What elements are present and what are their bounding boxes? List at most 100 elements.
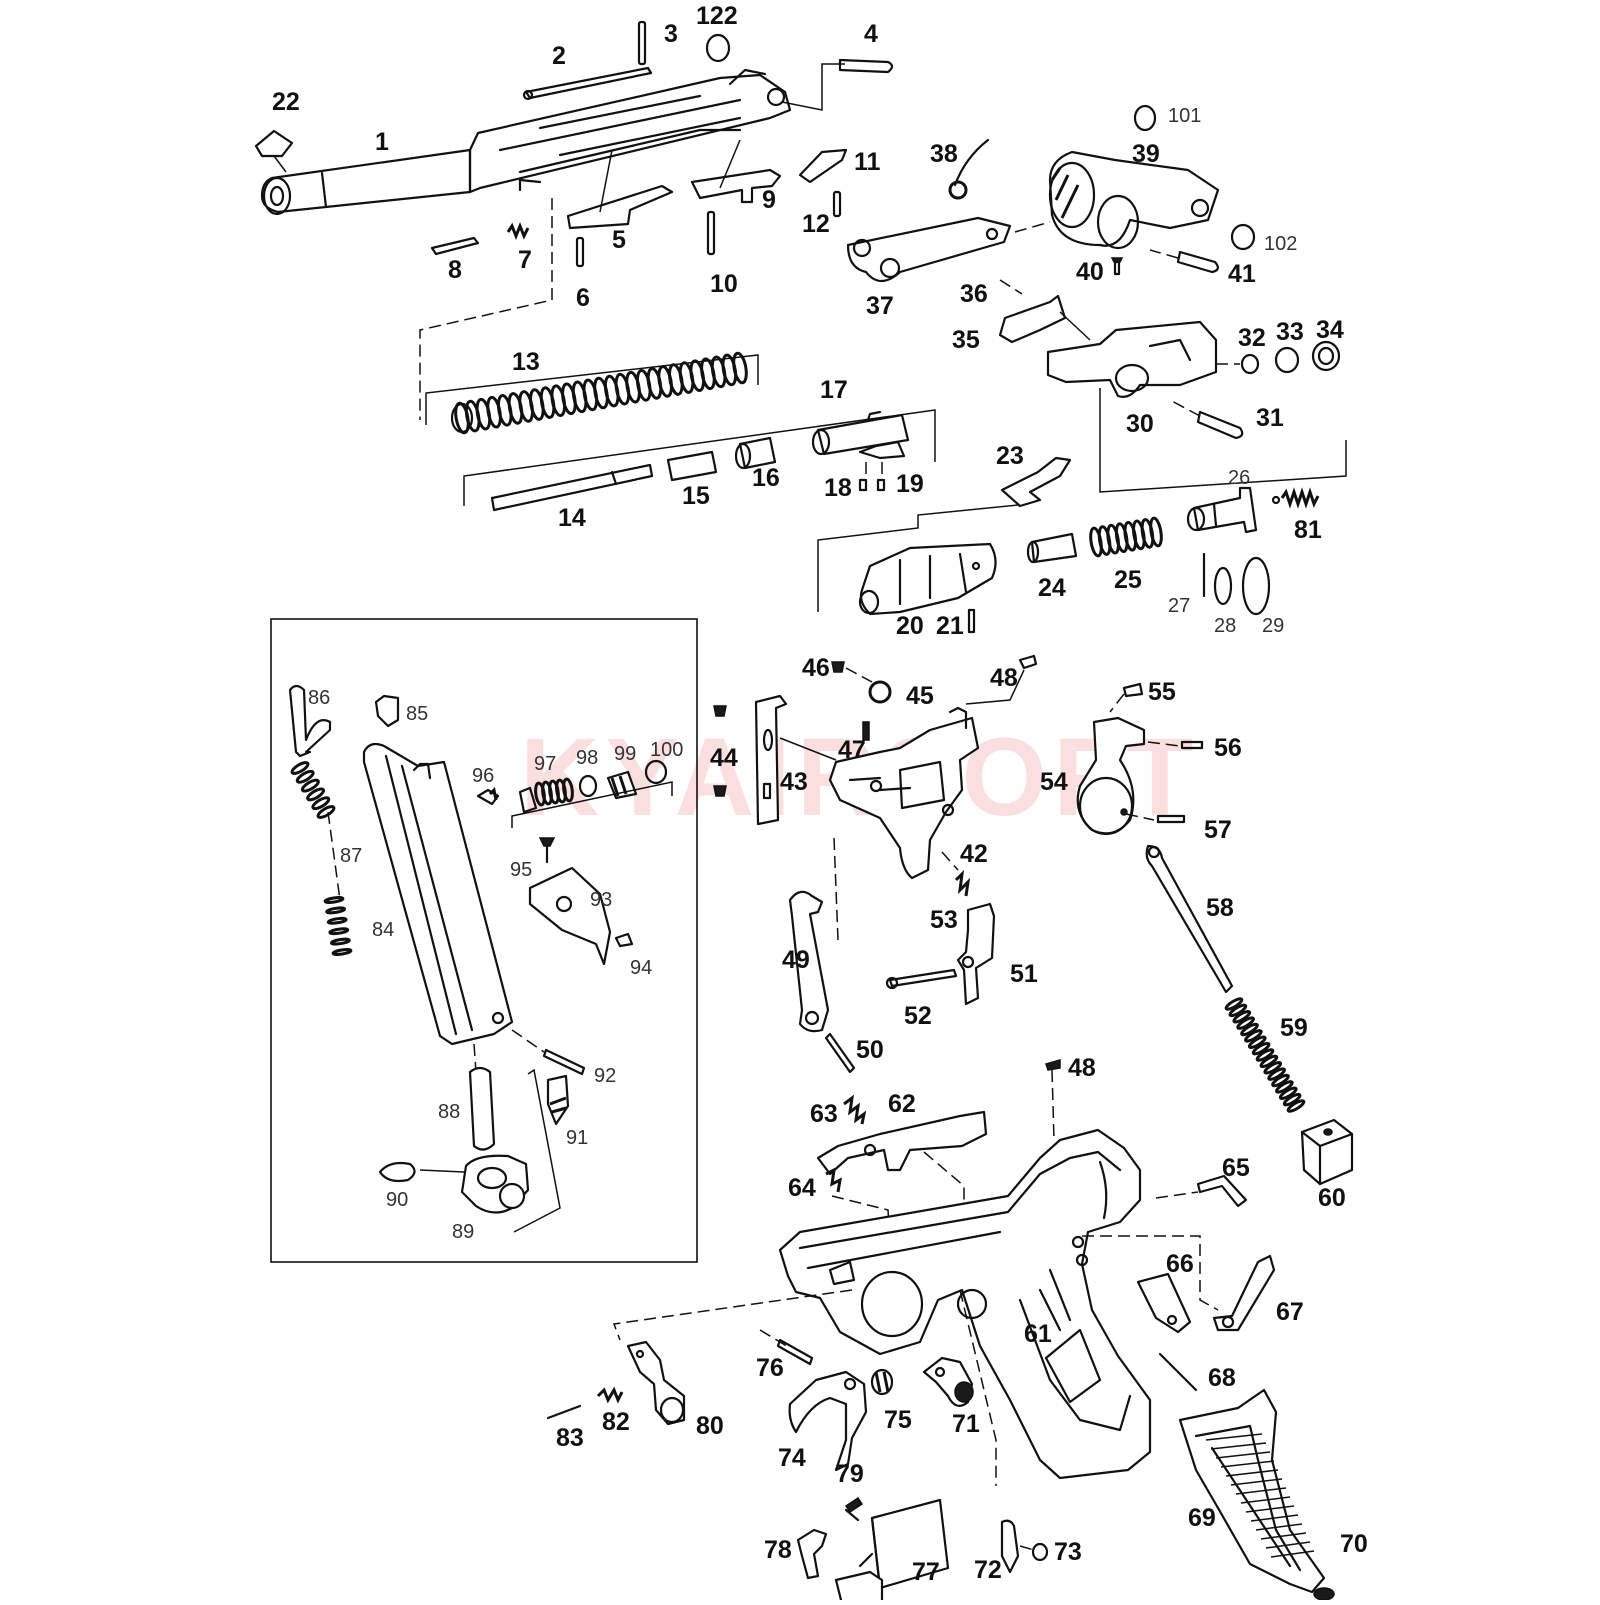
pin-50 bbox=[824, 1032, 856, 1074]
safety-lever-80 bbox=[626, 1340, 686, 1426]
sear-35 bbox=[998, 294, 1067, 344]
label-100: 100 bbox=[650, 739, 683, 761]
lever-11 bbox=[798, 148, 848, 184]
magazine-84 bbox=[362, 742, 514, 1046]
label-54: 54 bbox=[1040, 768, 1068, 796]
spring-25 bbox=[1089, 516, 1163, 558]
label-36: 36 bbox=[960, 280, 988, 308]
label-80: 80 bbox=[696, 1412, 724, 1440]
screw-48 bbox=[1018, 654, 1038, 670]
pin-57 bbox=[1156, 814, 1186, 824]
label-39: 39 bbox=[1132, 140, 1160, 168]
front-sight bbox=[254, 129, 294, 158]
frame-group bbox=[546, 1059, 1335, 1605]
label-76: 76 bbox=[756, 1354, 784, 1382]
label-87: 87 bbox=[340, 845, 362, 867]
label-65: 65 bbox=[1222, 1154, 1250, 1182]
label-26: 26 bbox=[1228, 467, 1250, 489]
label-60: 60 bbox=[1318, 1184, 1346, 1212]
label-79: 79 bbox=[836, 1460, 864, 1488]
label-49: 49 bbox=[782, 946, 810, 974]
oring-101 bbox=[1133, 104, 1157, 132]
detent-8 bbox=[430, 236, 480, 256]
extractor-rod bbox=[524, 66, 653, 100]
label-56: 56 bbox=[1214, 734, 1242, 762]
label-27: 27 bbox=[1168, 595, 1190, 617]
toggle-group bbox=[846, 104, 1347, 493]
spring-plate-23 bbox=[1000, 456, 1072, 508]
label-63: 63 bbox=[810, 1100, 838, 1128]
muzzle bbox=[262, 176, 292, 216]
tube-88 bbox=[468, 1066, 496, 1151]
label-98: 98 bbox=[576, 747, 598, 769]
recoil-spring-group bbox=[425, 351, 936, 512]
screw-94 bbox=[614, 932, 634, 948]
oring-98 bbox=[578, 774, 598, 798]
lever-9 bbox=[690, 168, 782, 204]
breech-cylinder-group bbox=[817, 456, 1320, 634]
cap-34 bbox=[1311, 340, 1341, 372]
oring-28 bbox=[1213, 566, 1233, 606]
grip-latch-66 bbox=[1136, 1272, 1192, 1334]
pin-41 bbox=[1176, 250, 1219, 274]
label-90: 90 bbox=[386, 1189, 408, 1211]
label-66: 66 bbox=[1166, 1250, 1194, 1278]
label-13: 13 bbox=[512, 348, 540, 376]
pin-21 bbox=[967, 608, 976, 634]
label-14: 14 bbox=[558, 504, 586, 532]
pin-3 bbox=[637, 20, 647, 66]
label-41: 41 bbox=[1228, 260, 1256, 288]
toggle-link-37 bbox=[846, 216, 1012, 283]
axis-pin-4 bbox=[838, 58, 894, 74]
label-99: 99 bbox=[614, 743, 636, 765]
label-64: 64 bbox=[788, 1174, 816, 1202]
recoil-spring-13 bbox=[454, 351, 748, 435]
label-23: 23 bbox=[996, 442, 1024, 470]
label-7: 7 bbox=[518, 246, 532, 274]
grip-screw-70 bbox=[1313, 1587, 1335, 1601]
toggle-39 bbox=[1048, 150, 1220, 247]
label-72: 72 bbox=[974, 1556, 1002, 1584]
pin-31 bbox=[1196, 410, 1244, 440]
trigger-group bbox=[713, 654, 1038, 1074]
label-95: 95 bbox=[510, 859, 532, 881]
label-22: 22 bbox=[272, 88, 300, 116]
label-28: 28 bbox=[1214, 615, 1236, 637]
label-75: 75 bbox=[884, 1406, 912, 1434]
label-1: 1 bbox=[375, 128, 389, 156]
pin-79 bbox=[844, 1496, 864, 1514]
label-62: 62 bbox=[888, 1090, 916, 1118]
label-35: 35 bbox=[952, 326, 980, 354]
oring-29 bbox=[1241, 556, 1271, 616]
label-42: 42 bbox=[960, 840, 988, 868]
spring-59 bbox=[1224, 997, 1306, 1113]
detent-18 bbox=[858, 478, 868, 492]
guide-rod-14 bbox=[490, 463, 654, 512]
latch-78 bbox=[796, 1528, 828, 1580]
label-31: 31 bbox=[1256, 404, 1284, 432]
valve-stem-97 bbox=[518, 786, 538, 814]
label-19: 19 bbox=[896, 470, 924, 498]
label-10: 10 bbox=[710, 270, 738, 298]
spring-45 bbox=[868, 680, 892, 704]
valve-96 bbox=[476, 788, 500, 806]
label-122: 122 bbox=[696, 2, 738, 30]
label-53: 53 bbox=[930, 906, 958, 934]
oring-102 bbox=[1230, 223, 1256, 251]
barrel bbox=[260, 148, 472, 214]
sleeve-15 bbox=[666, 450, 718, 482]
label-52: 52 bbox=[904, 1002, 932, 1030]
label-86: 86 bbox=[308, 687, 330, 709]
label-17: 17 bbox=[820, 376, 848, 404]
label-18: 18 bbox=[824, 474, 852, 502]
label-84: 84 bbox=[372, 919, 394, 941]
label-94: 94 bbox=[630, 957, 652, 979]
label-29: 29 bbox=[1262, 615, 1284, 637]
spring-53 bbox=[954, 869, 971, 897]
part-labels: 1 2 3 122 4 22 11 12 9 10 5 6 7 8 38 101… bbox=[272, 2, 1368, 1586]
label-16: 16 bbox=[752, 464, 780, 492]
nozzle-housing-20 bbox=[859, 542, 997, 616]
lever-49 bbox=[788, 890, 830, 1033]
lever-67 bbox=[1212, 1254, 1276, 1332]
spring-68 bbox=[1158, 1352, 1198, 1392]
